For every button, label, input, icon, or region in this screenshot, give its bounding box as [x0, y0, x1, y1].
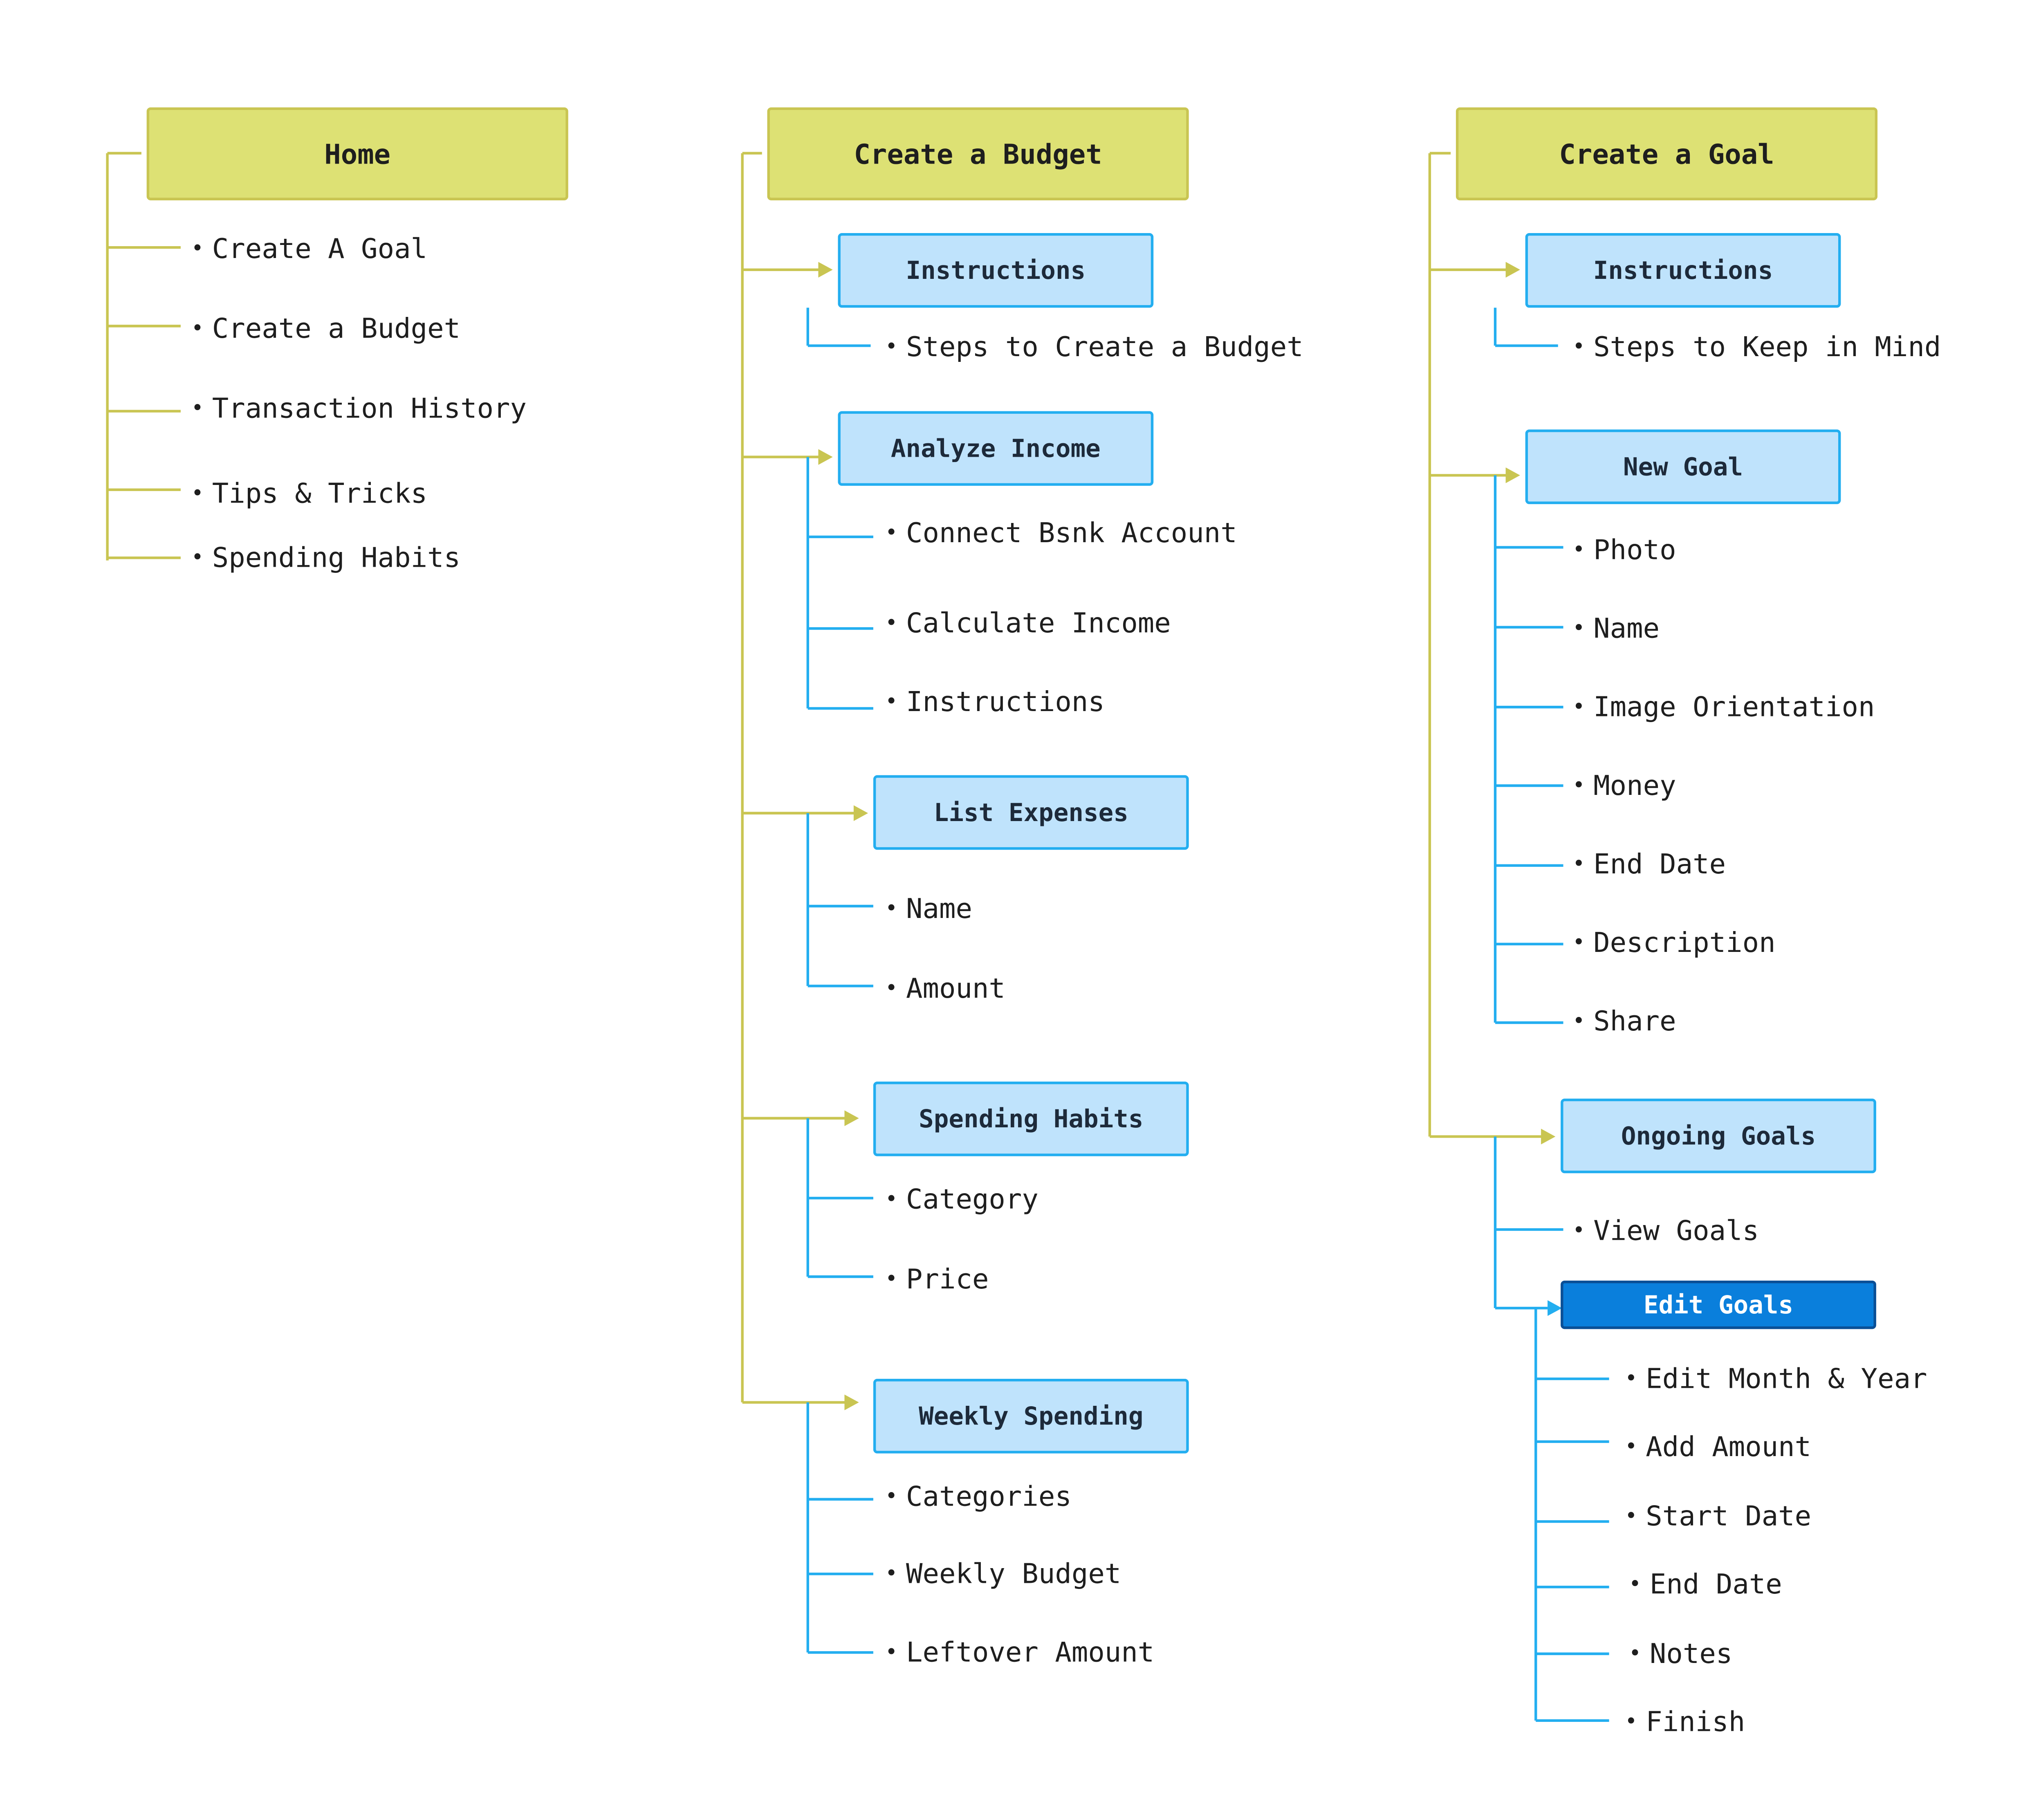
bullet: • [1572, 1008, 1585, 1033]
home-item-create-goal: •Create A Goal [191, 233, 428, 265]
bullet: • [1572, 851, 1585, 876]
bullet: • [191, 480, 204, 506]
bullet: • [885, 610, 898, 635]
new-goal-item: •Name [1572, 613, 1660, 644]
list-expenses-item: •Amount [885, 973, 1005, 1005]
arrowhead [844, 1394, 859, 1410]
bullet: • [885, 1483, 898, 1509]
bullet: • [885, 689, 898, 714]
home-item-tips-tricks: •Tips & Tricks [191, 478, 428, 509]
edit-goals-item: •Add Amount [1625, 1431, 1812, 1463]
bullet: • [885, 334, 898, 359]
new-goal-item: •Share [1572, 1005, 1676, 1037]
new-goal-node: New Goal [1525, 429, 1841, 504]
bullet: • [885, 1266, 898, 1291]
arrowhead [1541, 1129, 1556, 1145]
weekly-spending-item: •Weekly Budget [885, 1558, 1121, 1590]
bullet: • [191, 545, 204, 570]
create-budget-node: Create a Budget [767, 107, 1189, 200]
bullet: • [191, 315, 204, 341]
bullet: • [1572, 772, 1585, 798]
weekly-spending-item: •Leftover Amount [885, 1636, 1155, 1668]
list-expenses-item: •Name [885, 893, 972, 925]
bullet: • [191, 236, 204, 261]
list-expenses-node: List Expenses [873, 775, 1189, 850]
bullet: • [1572, 1218, 1585, 1243]
new-goal-item: •Description [1572, 927, 1776, 959]
new-goal-item: •Money [1572, 770, 1676, 801]
edit-goals-node: Edit Goals [1561, 1280, 1876, 1329]
bullet: • [1572, 615, 1585, 640]
new-goal-item: •Image Orientation [1572, 691, 1875, 723]
arrowhead [818, 449, 833, 465]
weekly-spending-item: •Categories [885, 1481, 1072, 1513]
bullet: • [1572, 929, 1585, 955]
edit-goals-item: •End Date [1628, 1569, 1782, 1600]
analyze-income-item: •Connect Bsnk Account [885, 517, 1237, 549]
arrowhead [818, 262, 833, 278]
spending-habits-node: Spending Habits [873, 1082, 1189, 1156]
bullet: • [1572, 694, 1585, 719]
bullet: • [1625, 1503, 1637, 1528]
new-goal-item: •Photo [1572, 534, 1676, 566]
bullet: • [885, 1186, 898, 1212]
create-goal-node: Create a Goal [1456, 107, 1878, 200]
home-item-spending-habits: •Spending Habits [191, 542, 461, 574]
edit-goals-item: •Edit Month & Year [1625, 1363, 1927, 1395]
spending-habits-item: •Price [885, 1263, 989, 1295]
home-node: Home [146, 107, 568, 200]
bullet: • [885, 1639, 898, 1665]
spending-habits-item: •Category [885, 1183, 1038, 1215]
arrowhead [1548, 1300, 1562, 1316]
arrowhead [844, 1110, 859, 1126]
bullet: • [191, 395, 204, 420]
arrowhead [853, 805, 868, 821]
home-item-transaction-history: •Transaction History [191, 393, 527, 424]
goal-instructions-item: •Steps to Keep in Mind [1572, 331, 1941, 363]
bullet: • [1625, 1365, 1637, 1391]
arrowhead [1505, 467, 1520, 483]
ongoing-goals-item: •View Goals [1572, 1215, 1759, 1247]
edit-goals-item: •Start Date [1625, 1500, 1812, 1532]
edit-goals-item: •Finish [1625, 1706, 1745, 1738]
budget-instructions-node: Instructions [838, 233, 1154, 308]
weekly-spending-node: Weekly Spending [873, 1379, 1189, 1454]
home-item-create-budget: •Create a Budget [191, 313, 461, 345]
bullet: • [885, 520, 898, 545]
new-goal-item: •End Date [1572, 848, 1726, 880]
bullet: • [885, 975, 898, 1001]
bullet: • [885, 895, 898, 921]
goal-instructions-node: Instructions [1525, 233, 1841, 308]
bullet: • [885, 1561, 898, 1586]
bullet: • [1625, 1434, 1637, 1459]
bullet: • [1628, 1640, 1642, 1666]
bullet: • [1572, 334, 1585, 359]
ongoing-goals-node: Ongoing Goals [1561, 1098, 1876, 1174]
arrowhead [1505, 262, 1520, 278]
analyze-income-node: Analyze Income [838, 411, 1154, 486]
budget-instructions-item: •Steps to Create a Budget [885, 331, 1303, 363]
analyze-income-item: •Calculate Income [885, 607, 1171, 639]
bullet: • [1625, 1709, 1637, 1734]
edit-goals-item: •Notes [1628, 1638, 1733, 1670]
analyze-income-item: •Instructions [885, 686, 1105, 718]
bullet: • [1628, 1571, 1642, 1596]
bullet: • [1572, 536, 1585, 562]
